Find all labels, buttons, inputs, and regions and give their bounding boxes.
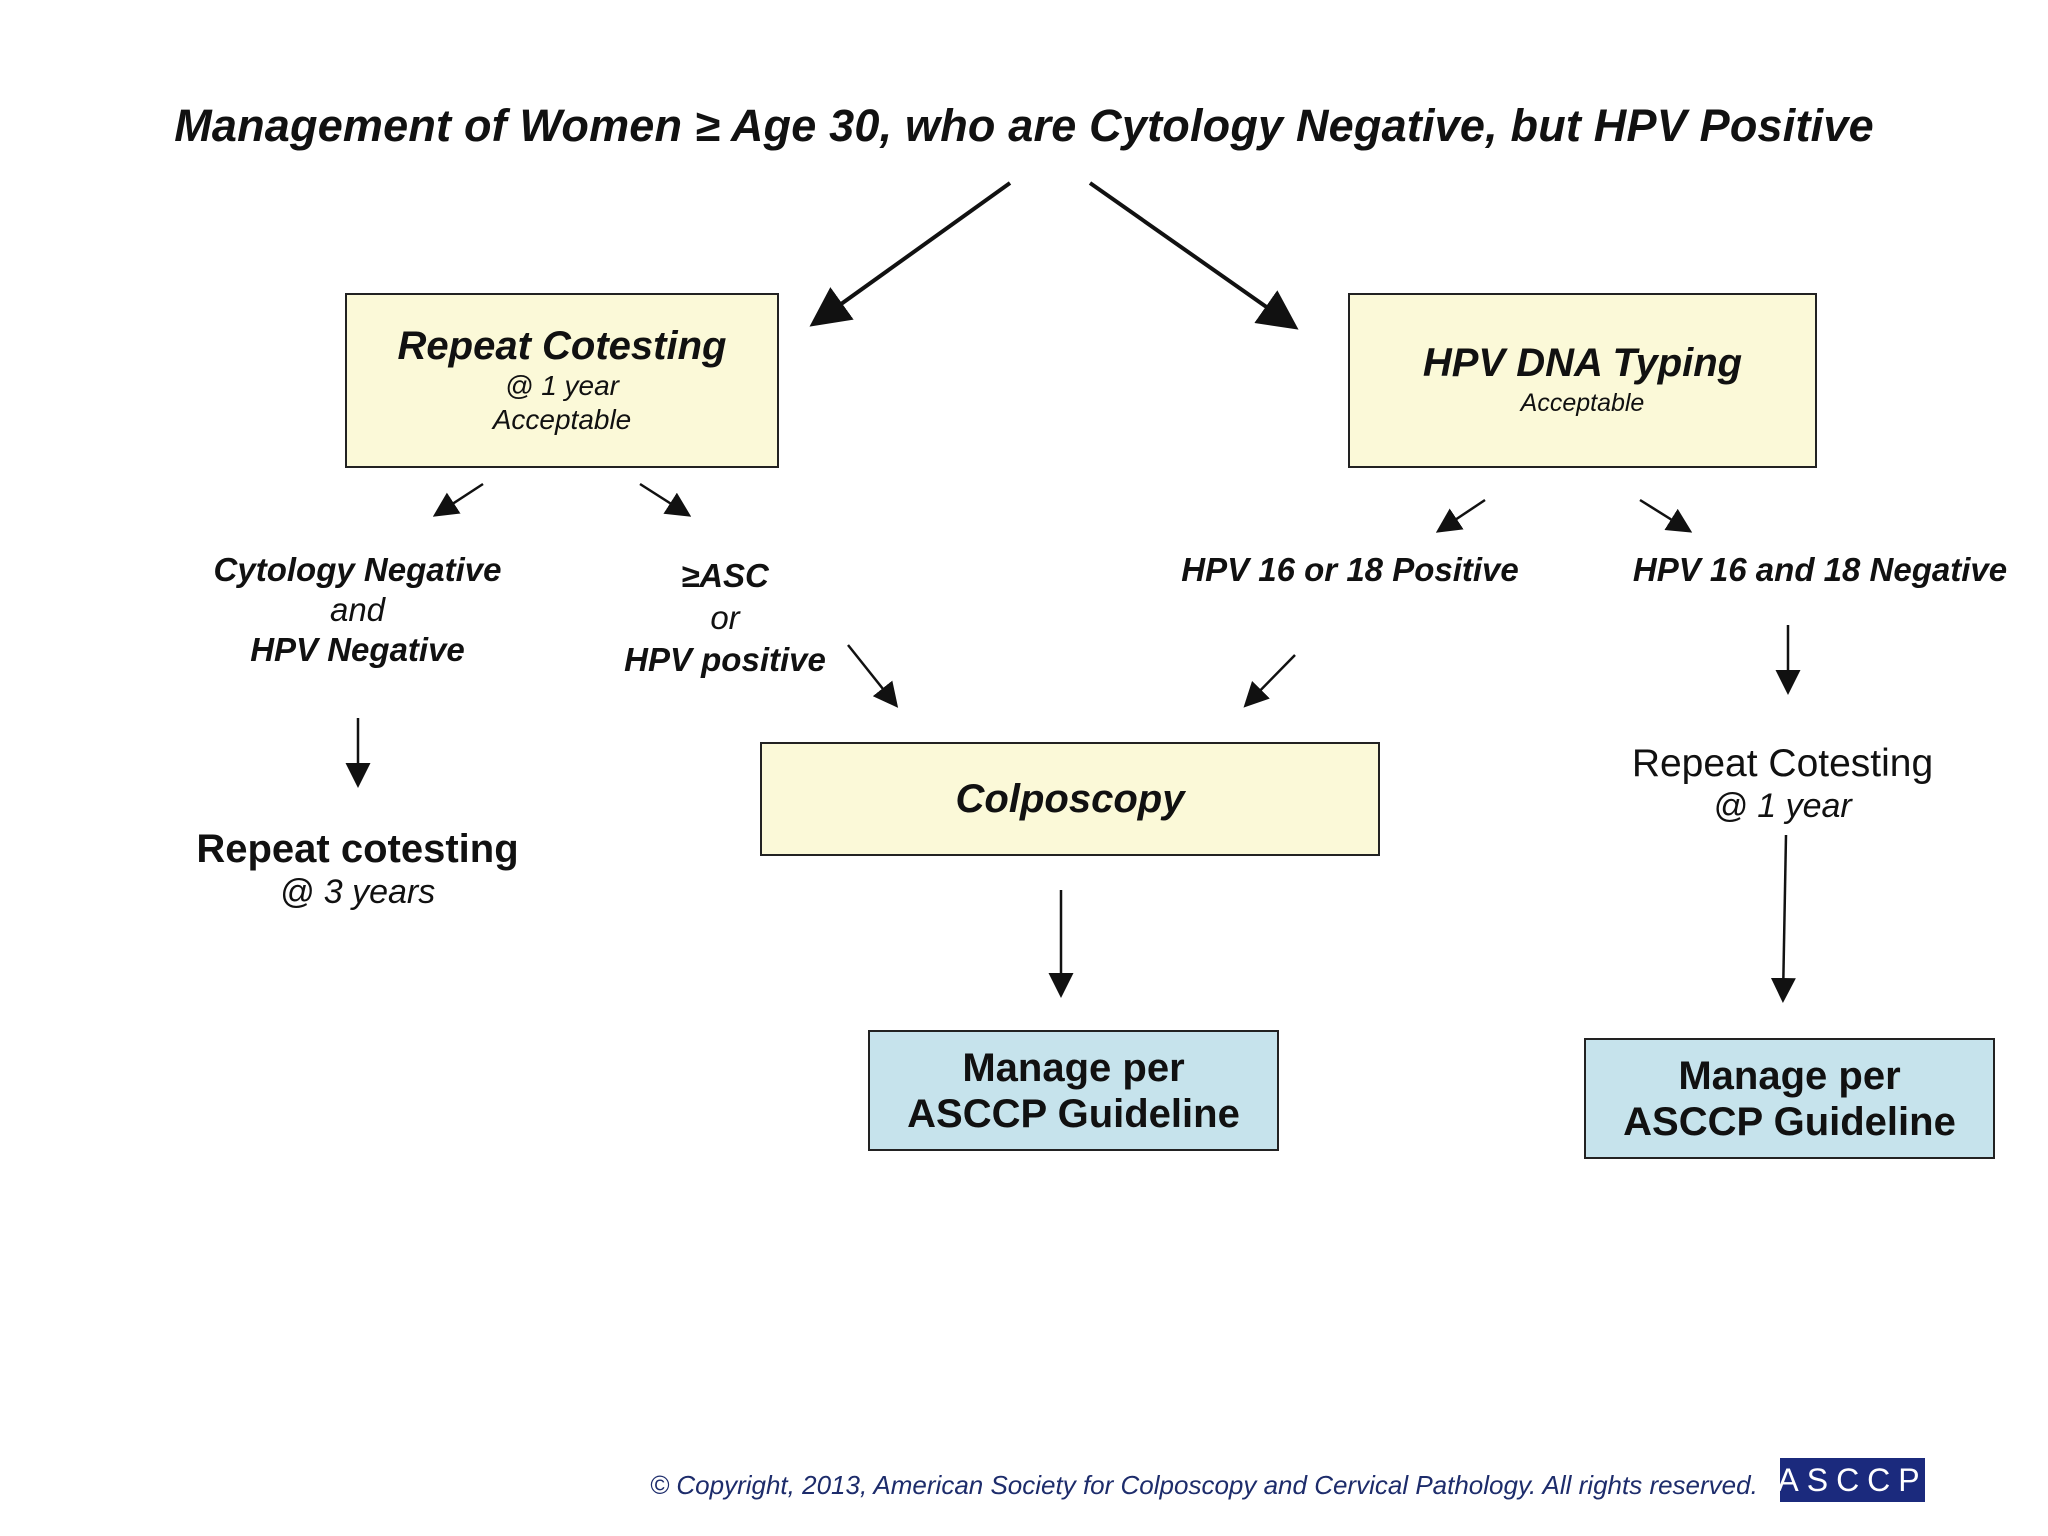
result-a-line2: @ 3 years: [279, 873, 436, 911]
result-repeat-cotesting-3-years: Repeat cotesting @ 3 years: [155, 826, 560, 912]
result-d-line2: @ 1 year: [1713, 787, 1852, 825]
repeat-cotesting-box: Repeat Cotesting @ 1 year Acceptable: [345, 293, 779, 468]
branch-c-line1: HPV 16 or 18 Positive: [1181, 551, 1519, 588]
hpv-dna-typing-heading: HPV DNA Typing: [1422, 341, 1743, 385]
branch-hpv16-18-positive: HPV 16 or 18 Positive: [1150, 550, 1550, 590]
branch-d-line1: HPV 16 and 18 Negative: [1632, 551, 2008, 588]
colposcopy-box: Colposcopy: [760, 742, 1380, 856]
page-title: Management of Women ≥ Age 30, who are Cy…: [174, 100, 1874, 151]
hpv-dna-typing-box: HPV DNA Typing Acceptable: [1348, 293, 1817, 468]
copyright-notice: © Copyright, 2013, American Society for …: [650, 1470, 1758, 1500]
arrow-c-to-colposcopy: [1243, 654, 1296, 708]
branch-b-line3: HPV positive: [624, 641, 826, 678]
branch-asc-or-hpv-positive: ≥ASC or HPV positive: [590, 555, 860, 681]
arrow-title-to-right: [1088, 181, 1299, 330]
hpv-dna-typing-status: Acceptable: [1520, 389, 1645, 417]
branch-a-line1: Cytology Negative: [213, 551, 502, 588]
manage-center-line2: ASCCP Guideline: [907, 1091, 1240, 1136]
repeat-cotesting-interval: @ 1 year: [504, 370, 620, 401]
arrow-result-d-down: [1770, 834, 1796, 1003]
arrow-title-to-left: [809, 181, 1012, 327]
manage-right-line1: Manage per: [1678, 1053, 1901, 1098]
branch-b-line1: ≥ASC: [681, 557, 769, 594]
arrow-right-to-c: [1435, 498, 1486, 533]
repeat-cotesting-heading: Repeat Cotesting: [397, 324, 727, 368]
colposcopy-heading: Colposcopy: [955, 776, 1185, 821]
manage-center-line1: Manage per: [962, 1045, 1185, 1090]
asccp-logo: ASCCP: [1777, 1458, 1925, 1502]
manage-right-line2: ASCCP Guideline: [1623, 1099, 1956, 1144]
manage-per-guideline-box-right: Manage per ASCCP Guideline: [1584, 1038, 1995, 1159]
repeat-cotesting-status: Acceptable: [492, 404, 632, 435]
branch-a-line3: HPV Negative: [250, 631, 465, 668]
manage-per-guideline-box-center: Manage per ASCCP Guideline: [868, 1030, 1279, 1151]
result-repeat-cotesting-1-year: Repeat Cotesting @ 1 year: [1570, 742, 1995, 826]
branch-a-line2: and: [329, 591, 386, 628]
result-d-line1: Repeat Cotesting: [1631, 742, 1934, 785]
arrow-left-to-a: [432, 482, 484, 517]
branch-hpv16-18-negative: HPV 16 and 18 Negative: [1600, 550, 2040, 590]
arrow-right-to-d: [1639, 498, 1693, 533]
result-a-line1: Repeat cotesting: [196, 827, 519, 871]
branch-cytology-negative: Cytology Negative and HPV Negative: [160, 550, 555, 670]
arrow-b-to-colposcopy: [847, 644, 899, 708]
arrow-left-to-b: [639, 482, 692, 517]
branch-b-line2: or: [710, 599, 740, 636]
